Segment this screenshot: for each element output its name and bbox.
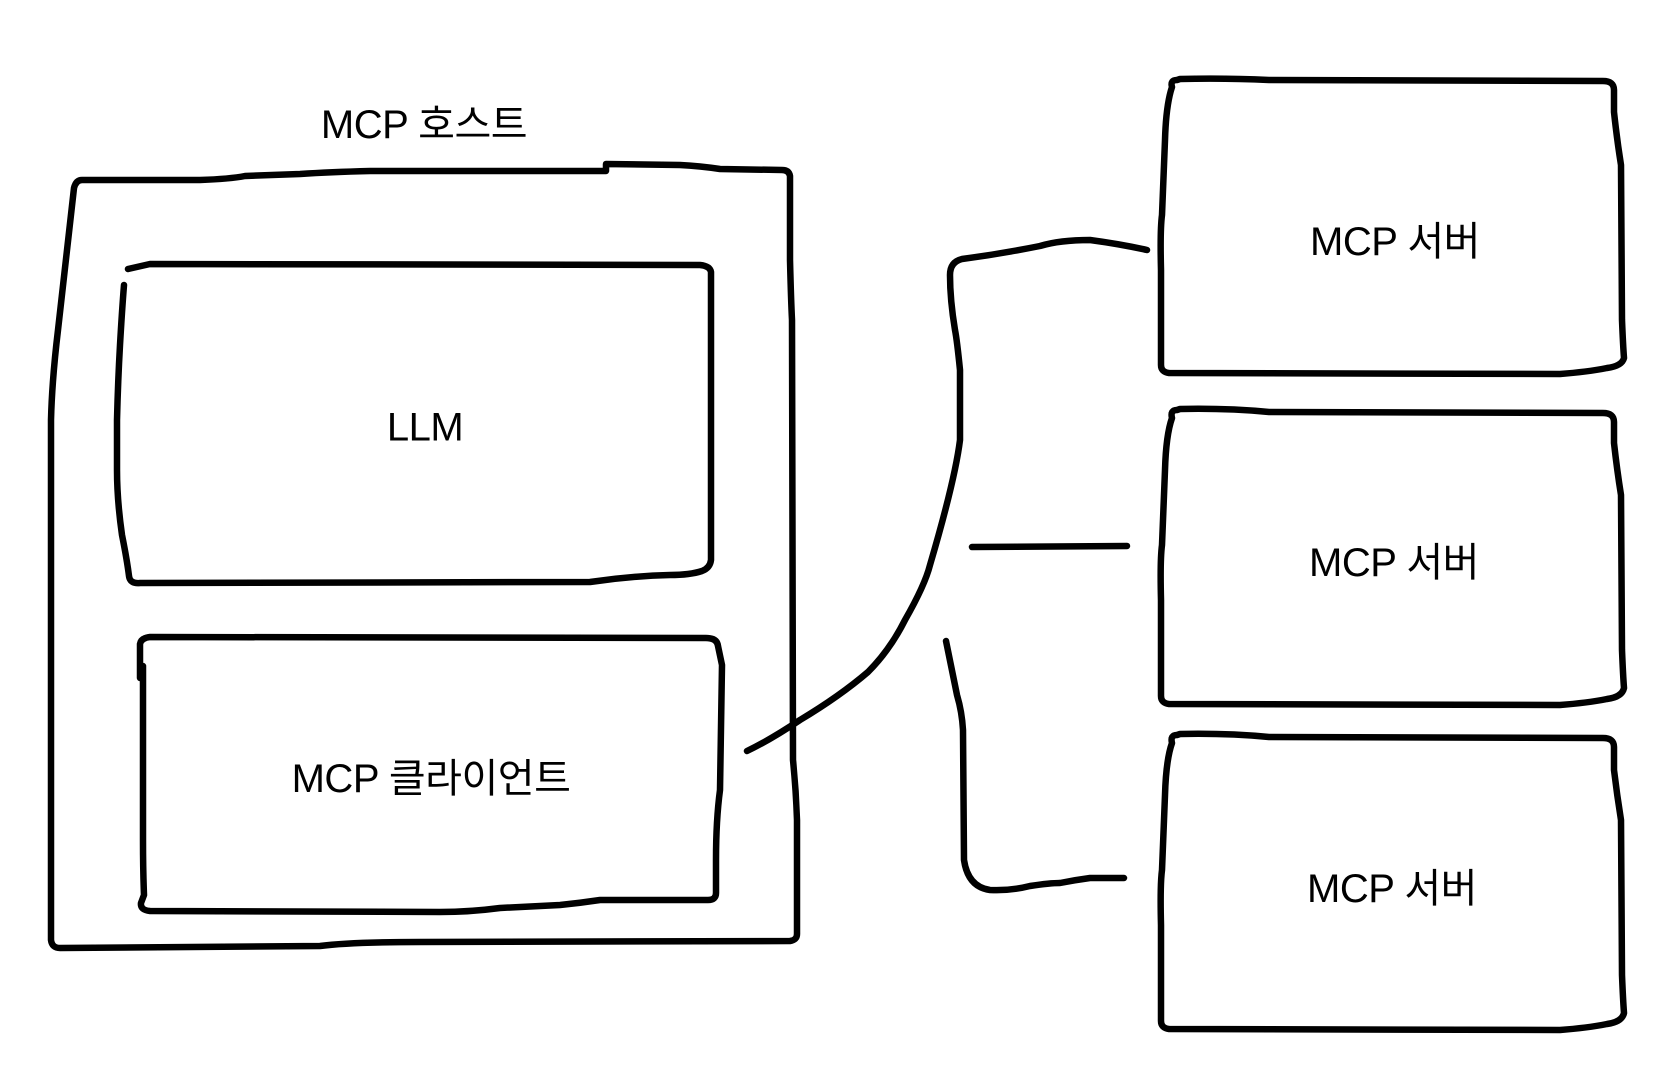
connector-to-server-2 (968, 542, 1131, 551)
llm-label: LLM (386, 405, 464, 450)
client-label: MCP 클라이언트 (291, 757, 571, 801)
client-box (136, 633, 726, 916)
server-box-3 (1157, 730, 1628, 1034)
server-box-1 (1157, 75, 1628, 378)
server-label-2: MCP 서버 (1309, 541, 1479, 585)
llm-box (113, 260, 715, 587)
host-label: MCP 호스트 (320, 103, 528, 147)
host-box (47, 160, 801, 952)
connector-to-server-3 (942, 637, 1128, 894)
connector-client-to-server-1 (743, 236, 1151, 755)
server-label-3: MCP 서버 (1307, 867, 1477, 911)
server-label-1: MCP 서버 (1310, 220, 1480, 264)
server-box-2 (1157, 405, 1628, 709)
